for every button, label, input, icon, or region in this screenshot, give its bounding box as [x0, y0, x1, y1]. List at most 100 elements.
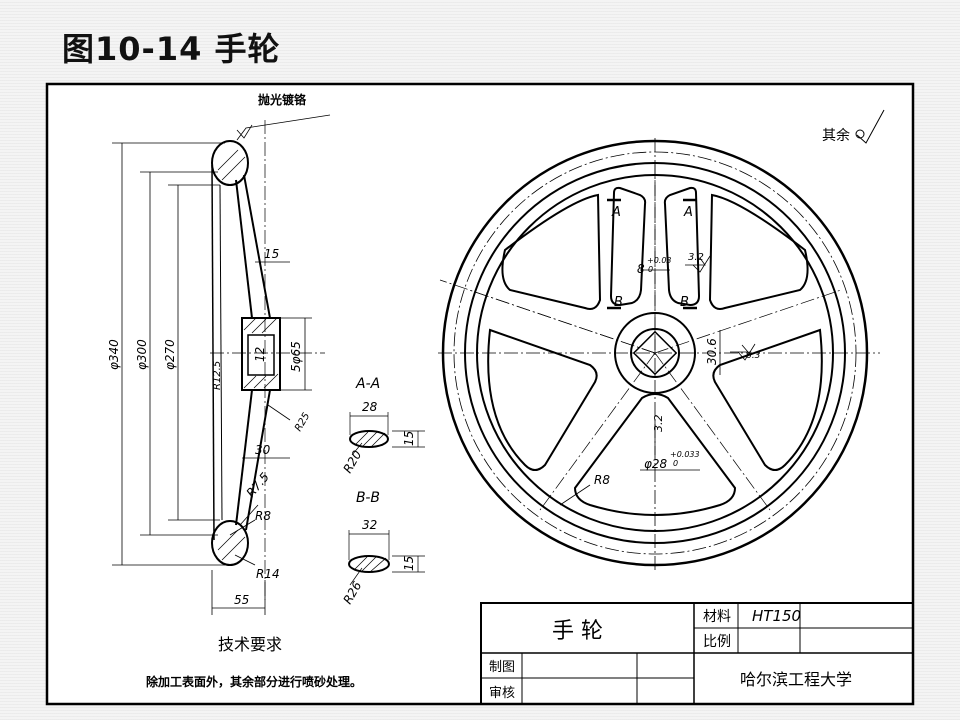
hatch-line [251, 318, 267, 334]
dim-15: 15 [264, 247, 279, 261]
spoke-axis-5 [654, 352, 771, 511]
spoke-cutout-4 [708, 193, 809, 310]
dim-side-r8: R8 [255, 509, 271, 523]
roughness-symbol-front [730, 343, 756, 361]
spoke-upper-edge-1 [235, 179, 253, 319]
tech-req-title: 技术要求 [218, 635, 282, 654]
dim-55: 55 [234, 593, 249, 607]
drawn-label: 制图 [489, 660, 515, 675]
hatch-line [243, 317, 257, 331]
material-value: HT150 [752, 607, 801, 625]
checked-label: 审核 [489, 686, 515, 701]
dim-30-6: 30.6 [705, 338, 719, 365]
hatch-line [217, 149, 239, 171]
front-view [438, 109, 885, 570]
side-section [112, 114, 331, 615]
dim-r14: R14 [256, 567, 280, 581]
spoke-lower-edge-1 [235, 389, 253, 526]
roughness-note: 其余 [822, 127, 850, 144]
front-roughness-value: 6.3 [746, 351, 761, 361]
spoke-cutout-7 [573, 393, 737, 516]
section-aa-label: A-A [355, 376, 380, 392]
rim-inner-line [219, 184, 223, 521]
spoke-lower-edge-2 [245, 389, 271, 531]
hatch-line [221, 536, 246, 561]
section-aa-drawing [349, 412, 425, 456]
section-bb-drawing [348, 530, 425, 586]
keyway-upper-tolerance: +0.03 [647, 256, 672, 265]
section-aa-profile [349, 430, 389, 448]
leader-r75 [239, 504, 259, 526]
part-name: 手 轮 [552, 619, 603, 644]
bore-upper-tolerance: +0.033 [670, 450, 700, 459]
organization: 哈尔滨工程大学 [740, 670, 852, 689]
spoke-cutout-5 [487, 328, 598, 471]
dim-270: φ270 [163, 339, 177, 370]
leader-r8 [229, 519, 256, 536]
spoke-upper-edge-2 [243, 174, 271, 319]
dim-hub-65: 5φ65 [289, 341, 303, 372]
hatch-line [221, 156, 246, 181]
extension-line [439, 279, 656, 354]
hatch-line [353, 556, 368, 571]
section-bb-height: 15 [402, 556, 416, 571]
mark-a-left: A [611, 205, 621, 220]
r8-leader [559, 484, 591, 506]
hatch-line [261, 317, 278, 334]
keyway-lower-tolerance: 0 [648, 265, 653, 274]
rim-inner-line-left [211, 164, 215, 541]
hatch-line [361, 431, 378, 448]
bore-diameter-dim: φ28 [644, 457, 668, 471]
leader-r26 [349, 567, 363, 586]
slide-title: 图10-14 手轮 [62, 30, 281, 68]
mark-b-left: B [614, 295, 623, 310]
leader-r25 [267, 404, 291, 421]
keyway-roughness-value: 3.2 [688, 252, 704, 263]
dim-30: 30 [255, 443, 271, 457]
spoke-cutout-2 [663, 186, 701, 307]
spoke-cutout-1 [609, 186, 647, 307]
rim-center-circle [453, 151, 857, 555]
scale-label: 比例 [703, 634, 731, 650]
rim-section-top [211, 140, 249, 186]
spoke-axis-3 [654, 289, 842, 354]
spoke-cutout-6 [712, 328, 823, 471]
hatch-line [217, 529, 239, 551]
spoke-cutout-3 [501, 193, 602, 310]
rim-section-bottom [211, 520, 249, 566]
roughness-circle [855, 129, 865, 139]
leader-r14 [234, 554, 256, 566]
hub-square-hole [632, 330, 678, 376]
bore-roughness-value: 3.2 [652, 415, 665, 433]
polish-note: 抛光镀铬 [258, 92, 307, 107]
dim-bore-12: 12 [253, 347, 267, 362]
dim-r12-5: R12.5 [212, 361, 223, 390]
section-aa-width: 28 [362, 400, 378, 414]
hatch-line [243, 375, 257, 389]
mark-b-right: B [680, 295, 689, 310]
roughness-symbol-keyway [685, 255, 711, 273]
material-label: 材料 [703, 609, 731, 625]
spoke-axis-4 [539, 352, 656, 511]
hatch-line [369, 557, 387, 573]
hub-section [241, 317, 281, 391]
polish-leader [236, 114, 331, 141]
section-bb-width: 32 [362, 518, 377, 532]
mark-a-right: A [683, 205, 693, 220]
polish-roughness-symbol [236, 124, 253, 139]
hatch-line [370, 432, 386, 448]
hatch-line [263, 373, 279, 389]
bore-lower-tolerance: 0 [673, 459, 678, 468]
keyway-width-dim: 8 [637, 262, 645, 276]
dim-300: φ300 [135, 339, 149, 370]
hub-bore-section [247, 334, 275, 376]
rim-outer-circle [441, 139, 869, 567]
section-bb-profile [348, 555, 390, 573]
hatch-line [253, 375, 267, 389]
tech-req-text: 除加工表面外，其余部分进行喷砂处理。 [146, 674, 362, 689]
section-bb-label: B-B [356, 490, 380, 506]
leader-r20 [351, 442, 363, 456]
title-block [480, 602, 914, 705]
dim-340: φ340 [107, 339, 121, 370]
